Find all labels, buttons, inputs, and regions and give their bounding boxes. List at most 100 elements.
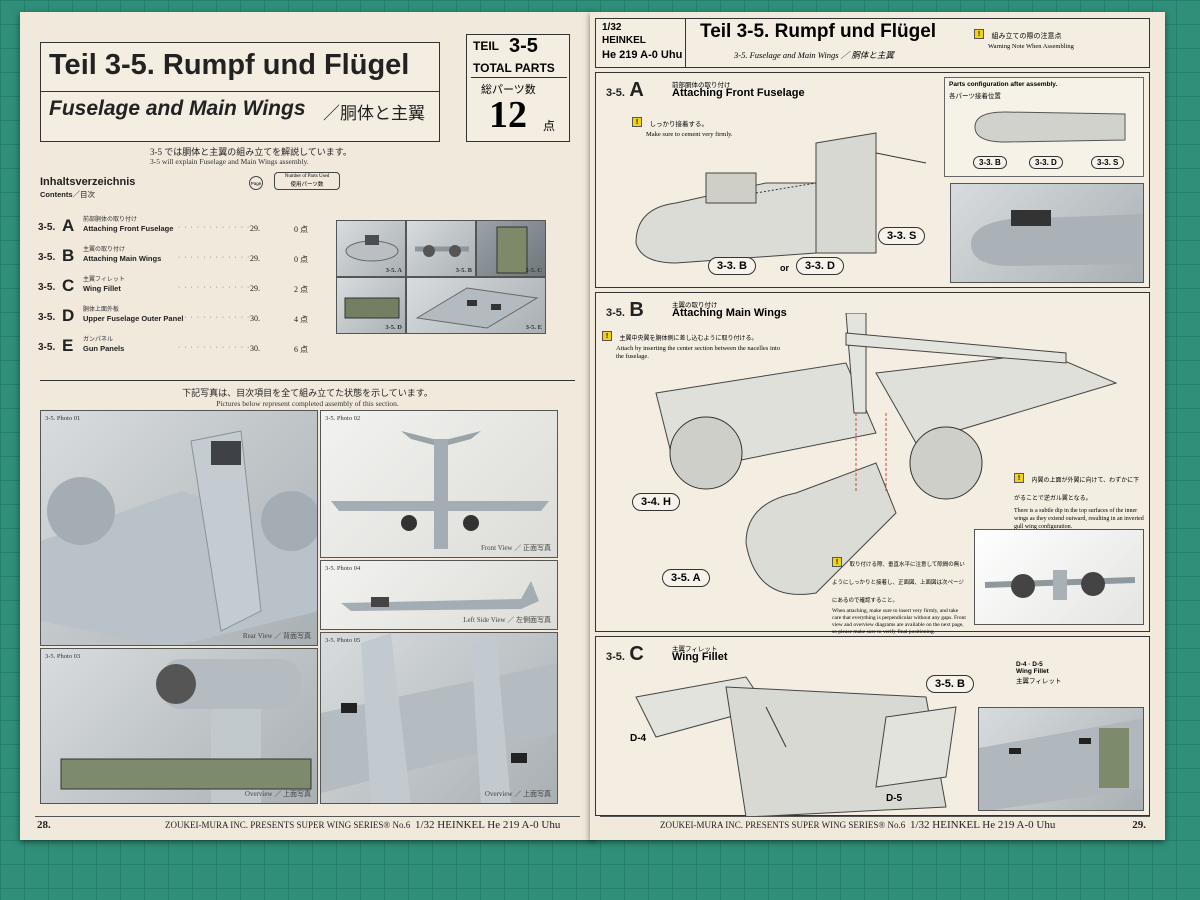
note-en: Attach by inserting the center section b… — [616, 345, 781, 360]
dihedral-jp: 内翼の上面が外翼に向けて、わずかに下がることで逆ガル翼となる。 — [1014, 478, 1140, 502]
toc-jp: 胴体上面外板 — [83, 307, 120, 313]
thumb-label: 3-5. B — [455, 267, 472, 274]
step-a-heading: 3-5. A — [606, 79, 644, 102]
thumb-label: 3-5. A — [385, 267, 402, 274]
parts-config-en: Parts configuration after assembly. — [949, 81, 1058, 88]
toc-heading: Inhaltsverzeichnis — [40, 176, 136, 188]
photo-label: 3-5. Photo 05 — [325, 637, 361, 644]
toc-page: 29. — [250, 284, 260, 293]
step-b-jp: 主翼の取り付け — [672, 302, 718, 309]
toc-row: 3-5. E ガンパネル Gun Panels · · · · · · · · … — [38, 332, 328, 362]
step-num: 3-5. — [606, 651, 625, 663]
legend-jp: 主翼フィレット — [1016, 678, 1062, 685]
photo-02-drawing — [331, 431, 549, 549]
toc-en: Upper Fuselage Outer Panel — [83, 314, 184, 323]
photo-label: 3-5. Photo 02 — [325, 415, 361, 422]
teil-number: 3-5 — [509, 35, 538, 57]
model-label: He 219 A-0 Uhu — [602, 49, 683, 61]
total-parts-count: 12 — [489, 94, 527, 136]
step-b-frame: 3-5. B 主翼の取り付け Attaching Main Wings ! 主翼… — [595, 292, 1150, 635]
step-b-photo-drawing — [984, 570, 1136, 600]
note-en: Make sure to cement very firmly. — [646, 131, 733, 138]
right-page: 1/32 HEINKEL He 219 A-0 Uhu Teil 3-5. Ru… — [590, 12, 1165, 840]
warning-legend: ! 組み立ての際の注意点 Warning Note When Assemblin… — [974, 25, 1074, 50]
attach-en: When attaching, make sure to insert very… — [832, 608, 966, 635]
toc-leader-dots: · · · · · · · · · · · · · · · · · · · — [178, 314, 254, 321]
dihedral-note: ! 内翼の上面が外翼に向けて、わずかに下がることで逆ガル翼となる。 There … — [1014, 469, 1144, 531]
toc-leader-dots: · · · · · · · · · · · · · · · · · · · — [178, 284, 254, 291]
toc-leader-dots: · · · · · · · · · · · · · · · · · · · — [178, 224, 254, 231]
legend-parts: D-4 · D-5 — [1016, 661, 1043, 668]
total-parts-unit: 点 — [543, 119, 556, 133]
step-a-jp: 前部胴体の取り付け — [672, 82, 731, 89]
footer-series: ZOUKEI-MURA INC. PRESENTS SUPER WING SER… — [660, 820, 906, 830]
parts-badge-en: Number of Parts Used — [284, 174, 330, 179]
step-num: 3-5. — [606, 307, 625, 319]
left-footer: 28. ZOUKEI-MURA INC. PRESENTS SUPER WING… — [35, 816, 580, 832]
step-a-photo — [950, 183, 1144, 283]
toc-jp: ガンパネル — [83, 337, 114, 343]
title-german: Teil 3-5. Rumpf und Flügel — [49, 49, 410, 81]
toc-letter: D — [62, 306, 75, 325]
parts-used-badge: Number of Parts Used 使用パーツ数 — [274, 172, 340, 190]
title-block: Teil 3-5. Rumpf und Flügel Fuselage and … — [40, 42, 440, 142]
thumb-a: 3-5. A — [336, 220, 406, 277]
parts-badge-jp: 使用パーツ数 — [290, 182, 324, 188]
ref-config-s: 3-3. S — [1091, 156, 1125, 169]
photo-caption: Overview ／ 上面写真 — [484, 790, 551, 798]
total-parts-jp: 総パーツ数 — [481, 84, 536, 96]
photo-01-drawing — [41, 430, 317, 645]
ref-3-5-b: 3-5. B — [926, 675, 974, 693]
ref-3-3-d: 3-3. D — [796, 257, 844, 275]
step-c-en: Wing Fillet — [672, 651, 728, 663]
step-a-note: ! しっかり接着する。 Make sure to cement very fir… — [632, 113, 733, 138]
thumb-a-drawing — [345, 235, 399, 262]
page-number: 29. — [1132, 819, 1146, 831]
thumb-d: 3-5. D — [336, 277, 406, 334]
toc-jp: 主翼の取り付け — [83, 247, 126, 253]
maker-label: HEINKEL — [602, 35, 646, 46]
thumb-label: 3-5. C — [525, 267, 542, 274]
step-c-heading: 3-5. C — [606, 643, 644, 666]
photo-01: 3-5. Photo 01 Rear View ／ 背面写真 — [40, 410, 318, 646]
toc-row: 3-5. D 胴体上面外板 Upper Fuselage Outer Panel… — [38, 302, 328, 332]
photo-02: 3-5. Photo 02 Front View ／ 正面写真 — [320, 410, 558, 558]
part-d4: D-4 — [630, 733, 647, 744]
note-jp: しっかり接着する。 — [649, 121, 708, 128]
photo-caption: Left Side View ／ 左側面写真 — [463, 616, 551, 624]
parts-config-drawing — [974, 111, 1126, 143]
step-c-frame: 3-5. C 主翼フィレット Wing Fillet 3-5. B D-4 D-… — [595, 636, 1150, 817]
toc-en: Attaching Main Wings — [83, 254, 162, 263]
toc-row: 3-5. C 主翼フィレット Wing Fillet · · · · · · ·… — [38, 272, 328, 302]
photo-label: 3-5. Photo 01 — [45, 415, 81, 422]
legend-en: Wing Fillet — [1016, 668, 1049, 675]
step-a-en: Attaching Front Fuselage — [672, 87, 805, 99]
thumb-c-drawing — [496, 226, 528, 274]
photo-caption: Front View ／ 正面写真 — [480, 544, 551, 552]
toc-subheading-jp: ／目次 — [72, 190, 96, 199]
toc-thumbnails: 3-5. A 3-5. B 3-5. C 3-5. D 3-5. E — [336, 220, 546, 334]
footer-series: ZOUKEI-MURA INC. PRESENTS SUPER WING SER… — [165, 820, 411, 830]
left-page: Teil 3-5. Rumpf und Flügel Fuselage and … — [20, 12, 595, 840]
warning-icon: ! — [974, 28, 984, 39]
warning-icon: ! — [832, 556, 842, 567]
thumb-d-drawing — [344, 297, 400, 319]
header-subtitle: 3-5. Fuselage and Main Wings ／ 胴体と主翼 — [734, 50, 894, 60]
ref-3-4-h: 3-4. H — [632, 493, 680, 511]
total-parts-label: TOTAL PARTS — [473, 61, 555, 75]
toc-count: 2 点 — [294, 285, 308, 294]
toc-en: Attaching Front Fuselage — [83, 224, 174, 233]
toc-jp: 主翼フィレット — [83, 277, 125, 283]
toc-en: Wing Fillet — [83, 284, 121, 293]
step-num: 3-5. — [606, 87, 625, 99]
photos-divider — [40, 380, 575, 381]
toc-subheading: Contents／目次 — [40, 189, 95, 200]
right-header: 1/32 HEINKEL He 219 A-0 Uhu Teil 3-5. Ru… — [595, 18, 1150, 68]
total-parts-divider — [471, 77, 567, 78]
dihedral-en: There is a subtle dip in the top surface… — [1014, 508, 1144, 530]
step-c-photo — [978, 707, 1144, 811]
thumb-label: 3-5. D — [385, 324, 402, 331]
step-b-en: Attaching Main Wings — [672, 307, 787, 319]
toc-leader-dots: · · · · · · · · · · · · · · · · · · · — [178, 254, 254, 261]
step-a-frame: 3-5. A 前部胴体の取り付け Attaching Front Fuselag… — [595, 72, 1150, 288]
